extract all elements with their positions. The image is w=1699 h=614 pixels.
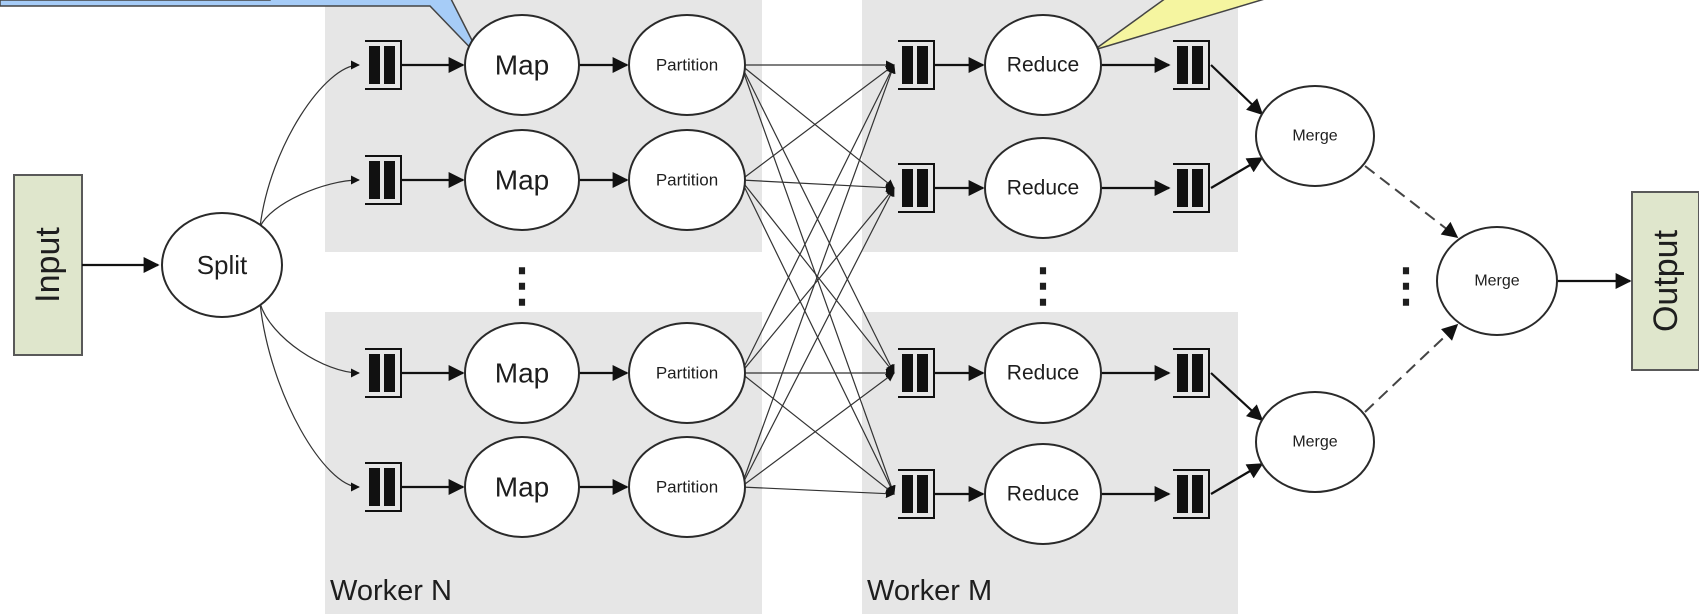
ellipsis-marker-2: ⋮ [1020, 259, 1066, 311]
output-label: Output [1647, 229, 1685, 332]
partition-node-4-label: Partition [656, 478, 718, 497]
reduce-node-3: Reduce [984, 322, 1102, 424]
edge-shuffle-3-1 [740, 64, 895, 374]
merge-node-3: Merge [1436, 226, 1558, 336]
map-input-queue-3 [365, 348, 402, 398]
map-node-3: Map [464, 322, 580, 424]
edge-split-queue-3 [259, 302, 360, 378]
input-label: Input [29, 227, 67, 303]
partition-node-4: Partition [628, 436, 746, 538]
map-input-queue-4 [365, 462, 402, 512]
map-input-queue-2 [365, 155, 402, 205]
ellipsis-marker-1: ⋮ [499, 259, 545, 311]
edge-shuffle-2-2 [740, 179, 895, 193]
split-node: Split [161, 212, 283, 318]
edges-layer [82, 57, 1632, 502]
input-box: Input [13, 174, 83, 356]
reduce-input-queue-4 [898, 469, 935, 519]
edge-shuffle-3-4 [740, 372, 895, 495]
map-input-queue-1 [365, 40, 402, 90]
map-node-1-label: Map [495, 50, 549, 81]
ellipsis-marker-3: ⋮ [1383, 259, 1429, 311]
reduce-node-2: Reduce [984, 137, 1102, 239]
reduce-node-4: Reduce [984, 443, 1102, 545]
edge-shuffle-2-1 [740, 64, 895, 181]
merge-node-2-label: Merge [1292, 434, 1337, 451]
reduce-output-queue-3 [1173, 348, 1210, 398]
nodes-layer: SplitMapMapMapMapPartitionPartitionParti… [161, 14, 1558, 545]
partition-node-2-label: Partition [656, 171, 718, 190]
edge-queue-merge-3 [1210, 372, 1264, 422]
edge-shuffle-1-2 [740, 64, 895, 189]
edge-merge1-final [1364, 165, 1459, 238]
reduce-output-queue-2 [1173, 163, 1210, 213]
reduce-input-queue-1 [898, 40, 935, 90]
edge-shuffle-4-1 [740, 64, 896, 488]
edge-merge2-final [1364, 323, 1459, 413]
split-node-label: Split [197, 250, 248, 280]
merge-node-2: Merge [1255, 391, 1375, 493]
worker-n-label: Worker N [330, 575, 452, 607]
partition-node-3-label: Partition [656, 364, 718, 383]
map-node-4: Map [464, 436, 580, 538]
partition-node-1-label: Partition [656, 56, 718, 75]
edge-shuffle-1-4 [740, 64, 896, 495]
partition-node-1: Partition [628, 14, 746, 116]
edge-queue-merge-4 [1210, 463, 1264, 495]
edge-queue-merge-2 [1210, 157, 1264, 189]
map-node-3-label: Map [495, 358, 549, 389]
reduce-output-queue-4 [1173, 469, 1210, 519]
callout-blue [0, 0, 483, 61]
queues-layer [365, 40, 1210, 519]
partition-node-2: Partition [628, 129, 746, 231]
edge-split-queue-4 [259, 302, 360, 492]
map-node-4-label: Map [495, 472, 549, 503]
edge-split-queue-1 [259, 60, 360, 228]
reduce-input-queue-3 [898, 348, 935, 398]
reduce-node-1-label: Reduce [1007, 54, 1079, 77]
worker-m-label: Worker M [867, 575, 992, 607]
map-node-2-label: Map [495, 165, 549, 196]
reduce-node-1: Reduce [984, 14, 1102, 116]
merge-node-1-label: Merge [1292, 128, 1337, 145]
merge-node-1: Merge [1255, 85, 1375, 187]
reduce-output-queue-1 [1173, 40, 1210, 90]
ellipsis-layer: ⋮ ⋮ ⋮ [499, 259, 1429, 311]
merge-node-3-label: Merge [1474, 273, 1519, 290]
reduce-input-queue-2 [898, 163, 935, 213]
partition-node-3: Partition [628, 322, 746, 424]
output-box: Output [1631, 191, 1699, 371]
edge-split-queue-2 [259, 175, 360, 228]
map-node-2: Map [464, 129, 580, 231]
reduce-node-2-label: Reduce [1007, 177, 1079, 200]
edge-shuffle-4-3 [740, 372, 895, 488]
callout-yellow [1093, 0, 1264, 51]
edge-queue-merge-1 [1210, 64, 1264, 116]
edge-shuffle-3-2 [740, 187, 895, 374]
edge-shuffle-4-2 [740, 187, 895, 488]
reduce-node-4-label: Reduce [1007, 483, 1079, 506]
map-node-1: Map [464, 14, 580, 116]
reduce-node-3-label: Reduce [1007, 362, 1079, 385]
edge-shuffle-4-4 [740, 486, 895, 499]
